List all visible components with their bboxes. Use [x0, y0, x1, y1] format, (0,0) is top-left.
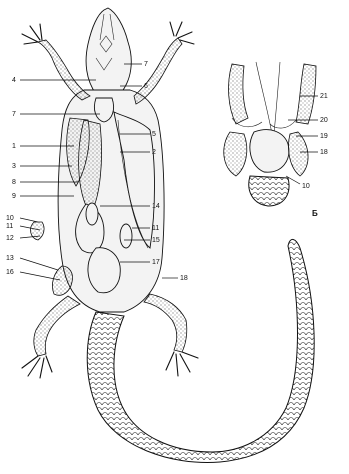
- left-hindlimb: [34, 296, 80, 356]
- label-1: 1: [12, 143, 16, 150]
- inset-right-lobe: [288, 132, 308, 176]
- label-11: 11: [6, 223, 13, 230]
- label-7a: 7: [144, 61, 148, 68]
- intestine-loop: [86, 203, 98, 225]
- label-7b: 7: [12, 111, 16, 118]
- label-15: 15: [152, 237, 160, 244]
- label-2: 2: [152, 149, 156, 156]
- label-9: 9: [12, 193, 16, 200]
- inset-label-10: 10: [302, 183, 310, 190]
- label-12: 12: [6, 235, 14, 242]
- inset-label-21: 21: [320, 93, 328, 100]
- label-5: 5: [152, 131, 156, 138]
- panel-label-b: Б: [312, 209, 318, 218]
- label-10: 10: [6, 215, 14, 222]
- inset-left-lobe: [224, 132, 247, 176]
- lizard-body-drawing: [22, 8, 314, 463]
- inset-left-limb: [229, 64, 248, 124]
- gonad: [31, 222, 45, 240]
- label-14: 14: [152, 203, 160, 210]
- label-18: 18: [180, 275, 188, 282]
- inset-trachea: [249, 176, 289, 206]
- label-3: 3: [12, 163, 16, 170]
- label-13: 13: [6, 255, 14, 262]
- inset-label-18: 18: [320, 149, 328, 156]
- head-outline: [86, 8, 131, 94]
- label-6: 6: [144, 83, 148, 90]
- label-8: 8: [12, 179, 16, 186]
- inset-heart: [250, 130, 289, 173]
- label-17: 17: [152, 259, 160, 266]
- kidney: [120, 224, 132, 248]
- inset-right-limb: [296, 64, 316, 124]
- inset-label-20: 20: [320, 117, 328, 124]
- left-forelimb: [38, 40, 90, 100]
- label-11b: 11: [152, 225, 159, 232]
- label-4: 4: [12, 77, 16, 84]
- fat-body: [52, 266, 72, 295]
- inset-label-19: 19: [320, 133, 328, 140]
- label-16: 16: [6, 269, 14, 276]
- right-hindlimb: [144, 294, 187, 352]
- right-forelimb: [134, 38, 182, 104]
